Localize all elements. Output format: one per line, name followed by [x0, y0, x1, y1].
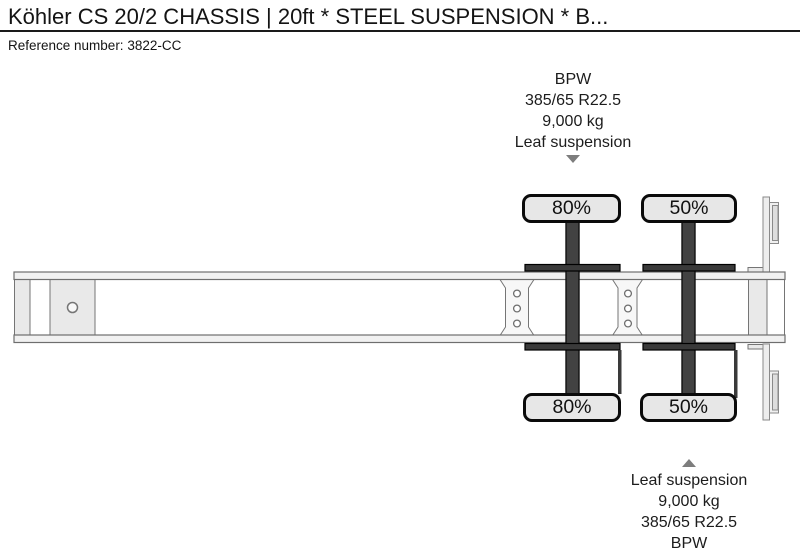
- rear-lamp-top-inner: [772, 205, 779, 241]
- axle-1-bar: [565, 205, 580, 409]
- title-divider: [0, 30, 800, 32]
- rear-axle-suspension: Leaf suspension: [630, 472, 748, 489]
- rivet-hole: [623, 304, 633, 313]
- rivet-hole: [512, 304, 522, 313]
- beam-rail-bottom: [13, 334, 786, 344]
- rear-axle-brand: BPW: [670, 535, 708, 552]
- front-axle-annotation: BPW 385/65 R22.5 9,000 kg Leaf suspensio…: [413, 69, 733, 153]
- reference-value: 3822-CC: [127, 38, 182, 53]
- axle-2-plate-bottom: [642, 342, 736, 351]
- front-axle-tire-size: 385/65 R22.5: [524, 92, 622, 109]
- front-axle-load: 9,000 kg: [542, 113, 604, 130]
- front-axle-brand: BPW: [554, 71, 592, 88]
- reference-number: Reference number: 3822-CC: [8, 38, 181, 53]
- rear-axle-annotation: Leaf suspension 9,000 kg 385/65 R22.5 BP…: [529, 470, 800, 554]
- axle-2-bracket: [734, 350, 738, 398]
- pointer-up-icon: [682, 459, 696, 467]
- pointer-down-icon: [566, 155, 580, 163]
- kingpin-circle: [66, 301, 79, 314]
- rear-lamp-bottom-inner: [772, 373, 779, 411]
- reference-label: Reference number:: [8, 38, 124, 53]
- rear-axle-load: 9,000 kg: [658, 493, 720, 510]
- axle-1-plate-top: [524, 263, 621, 272]
- rivet-hole: [512, 319, 522, 328]
- beam-rail-top: [13, 271, 786, 281]
- tire-wear-axle1-top: 80%: [522, 194, 621, 223]
- rear-lamp-bar-top: [762, 196, 770, 274]
- rear-axle-tire-size: 385/65 R22.5: [640, 514, 738, 531]
- front-axle-suspension: Leaf suspension: [514, 134, 632, 151]
- rear-lamp-bar-bottom: [762, 343, 770, 421]
- beam-web: [14, 279, 785, 336]
- axle-1-plate-bottom: [524, 342, 621, 351]
- tire-wear-axle2-bottom: 50%: [640, 393, 737, 422]
- rivet-hole: [623, 289, 633, 298]
- tire-wear-axle1-bottom: 80%: [523, 393, 621, 422]
- axle-1-bracket: [618, 350, 622, 394]
- page-title: Köhler CS 20/2 CHASSIS | 20ft * STEEL SU…: [8, 4, 609, 29]
- front-end-cap: [14, 279, 31, 336]
- rear-crossmember: [748, 279, 768, 336]
- axle-2-bar: [681, 205, 696, 409]
- tire-wear-axle2-top: 50%: [641, 194, 737, 223]
- rivet-hole: [623, 319, 633, 328]
- rivet-hole: [512, 289, 522, 298]
- axle-2-plate-top: [642, 263, 736, 272]
